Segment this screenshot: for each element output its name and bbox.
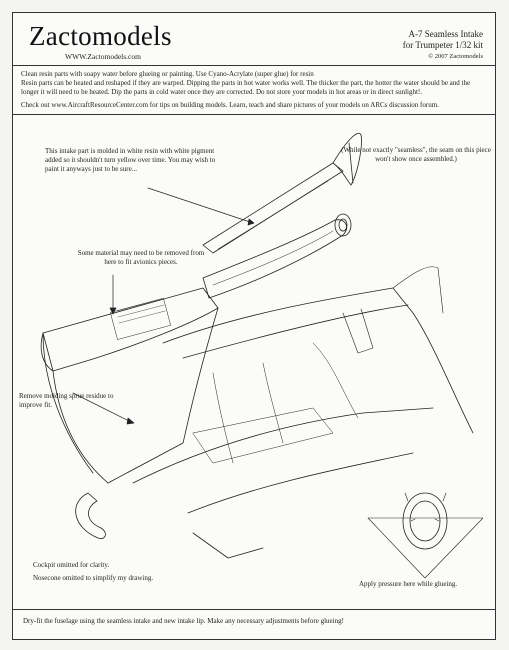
- section-divider: [13, 114, 495, 115]
- intake-assembly-drawing: [40, 132, 484, 579]
- note-avionics: Some material may need to be removed fro…: [77, 249, 205, 266]
- note-dry-fit: Dry-fit the fuselage using the seamless …: [23, 617, 344, 625]
- intake-lip-part: [202, 132, 362, 254]
- note-nosecone: Nosecone omitted to simplify my drawing.: [33, 574, 154, 582]
- kit-title: A-7 Seamless Intake: [408, 29, 483, 39]
- copyright-text: © 2007 Zactomodels: [428, 53, 483, 60]
- kit-info: A-7 Seamless Intake for Trumpeter 1/32 k…: [403, 29, 483, 62]
- intake-ring-part: [75, 492, 106, 540]
- note-apply-pressure: Apply pressure here while glueing.: [359, 580, 458, 588]
- intro-cleaning: Clean resin parts with soapy water befor…: [21, 70, 314, 78]
- note-sprue-residue: Remove molding sprue residue to improve …: [19, 392, 114, 409]
- brand-logo: Zactomodels: [29, 21, 172, 51]
- intake-duct-part: [202, 213, 352, 299]
- footer-divider: [13, 609, 495, 610]
- intro-arc-link: Check out www.AircraftResourceCenter.com…: [21, 101, 439, 109]
- intro-reshaping: Resin parts can be heated and reshaped i…: [21, 79, 471, 96]
- note-white-resin: This intake part is molded in white resi…: [45, 147, 216, 173]
- website-text: WWW.Zactomodels.com: [65, 52, 141, 61]
- instruction-sheet: Zactomodels WWW.Zactomodels.com A-7 Seam…: [12, 12, 496, 640]
- kit-subtitle: for Trumpeter 1/32 kit: [402, 40, 483, 50]
- callout-arrows: [72, 187, 255, 425]
- note-seamless: (While not exactly "seamless", the seam …: [341, 146, 491, 163]
- seamless-intake-part: [40, 287, 219, 484]
- pressure-diagram: [367, 492, 484, 579]
- note-cockpit: Cockpit omitted for clarity.: [33, 561, 110, 569]
- fuselage-part: [132, 266, 474, 559]
- header: Zactomodels WWW.Zactomodels.com A-7 Seam…: [13, 13, 495, 66]
